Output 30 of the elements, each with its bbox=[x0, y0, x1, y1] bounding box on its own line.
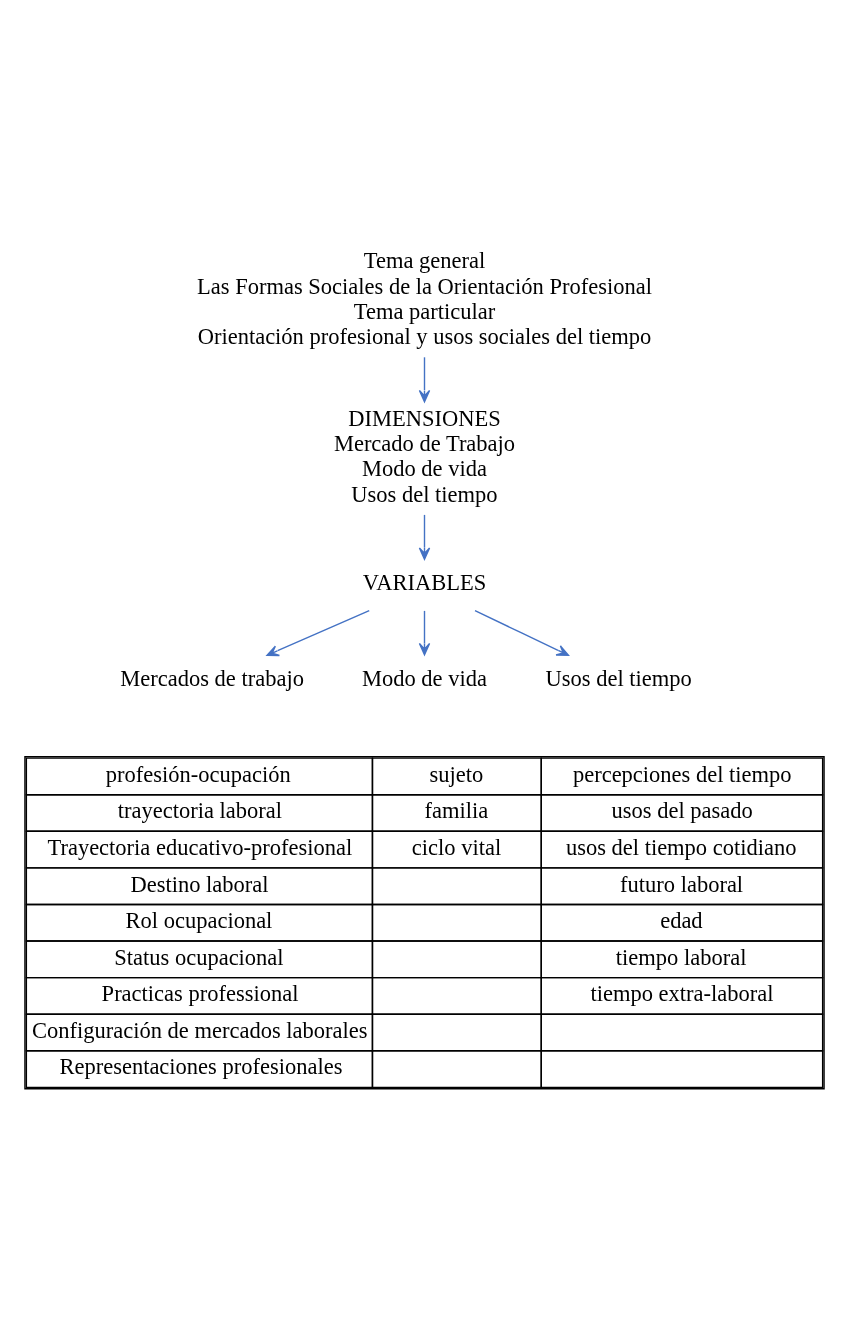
label: edad bbox=[660, 908, 703, 934]
label: Trayectoria educativo-profesional bbox=[47, 834, 353, 860]
arrow bbox=[474, 609, 570, 657]
label: trayectoria laboral bbox=[117, 798, 283, 824]
node-text: Modo de vida bbox=[362, 666, 487, 692]
node-text: DIMENSIONES Mercado de Trabajo Modo de vida Usos del tiempo bbox=[333, 405, 516, 507]
node-text: VARIABLES bbox=[362, 570, 487, 596]
label: tiempo extra-laboral bbox=[590, 981, 774, 1007]
label: Representaciones profesionales bbox=[59, 1054, 343, 1080]
label: Rol ocupacional bbox=[125, 908, 273, 934]
arrow bbox=[418, 610, 431, 656]
label: profesión-ocupación bbox=[105, 761, 291, 787]
label: tiempo laboral bbox=[615, 944, 747, 970]
node-text: Usos del tiempo bbox=[545, 666, 692, 692]
label: Status ocupacional bbox=[114, 944, 284, 970]
label: futuro laboral bbox=[620, 871, 744, 897]
label: usos del tiempo cotidiano bbox=[565, 834, 797, 860]
label: ciclo vital bbox=[411, 834, 502, 860]
label: usos del pasado bbox=[611, 798, 753, 824]
label: Configuración de mercados laborales bbox=[31, 1017, 368, 1043]
label: sujeto bbox=[429, 761, 484, 787]
node-text: Tema general Las Formas Sociales de la Orientación Profesional Tema particular Orientación profesional y usos sociales del tiempo bbox=[197, 248, 652, 350]
label: familia bbox=[424, 798, 489, 824]
label: Destino laboral bbox=[130, 871, 269, 897]
label: percepciones del tiempo bbox=[572, 761, 792, 787]
arrow bbox=[418, 514, 431, 560]
node-text: Mercados de trabajo bbox=[120, 666, 304, 692]
label: Practicas professional bbox=[101, 981, 299, 1007]
arrow bbox=[418, 356, 431, 403]
arrow bbox=[266, 609, 370, 657]
